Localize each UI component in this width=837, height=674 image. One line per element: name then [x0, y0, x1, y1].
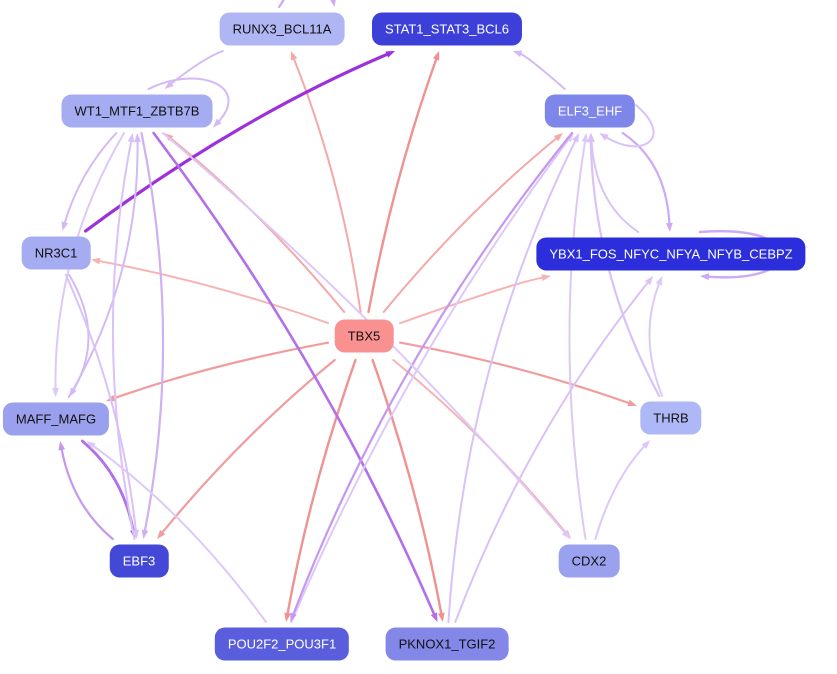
edge-ELF3_EHF-ELF3_EHF — [604, 104, 655, 148]
arrowhead-NR3C1-MAFF_MAFG — [69, 387, 77, 397]
node-EBF3[interactable]: EBF3 — [109, 544, 169, 578]
edge-TBX5-ELF3_EHF — [382, 136, 559, 313]
node-label: EBF3 — [122, 553, 156, 569]
arrowhead-CDX2-THRB — [641, 440, 651, 449]
edge-TBX5-RUNX3_BCL11A — [292, 56, 362, 313]
arrowhead-TBX5-PKNOX1_TGIF2 — [437, 612, 445, 622]
node-label: POU2F2_POU3F1 — [227, 636, 337, 652]
node-WT1_MTF1_ZBTB7B[interactable]: WT1_MTF1_ZBTB7B — [61, 94, 213, 128]
arrowhead-TBX5-YBX1_FOS_NFYC_NFYA_NFYB_CEBPZ — [541, 274, 551, 281]
node-PKNOX1_TGIF2[interactable]: PKNOX1_TGIF2 — [385, 627, 509, 661]
arrowhead-PKNOX1_TGIF2-YBX1_FOS_NFYC_NFYA_NFYB_CEBPZ — [644, 276, 654, 286]
arrowhead-ELF3_EHF-ELF3_EHF — [599, 133, 609, 141]
arrowhead-POU2F2_POU3F1-MAFF_MAFG — [86, 441, 96, 449]
arrowhead-WT1_MTF1_ZBTB7B-PKNOX1_TGIF2 — [430, 612, 438, 622]
edge-WT1_MTF1_ZBTB7B-EBF3 — [140, 131, 165, 534]
arrowhead-NR3C1-EBF3 — [132, 529, 140, 539]
node-label: CDX2 — [571, 553, 607, 569]
node-CDX2[interactable]: CDX2 — [558, 544, 620, 578]
edge-POU2F2_POU3F1-MAFF_MAFG — [91, 444, 267, 623]
edge-WT1_MTF1_ZBTB7B-NR3C1 — [63, 132, 118, 226]
node-label: STAT1_STAT3_BCL6 — [384, 21, 510, 37]
arrowhead-TBX5-EBF3 — [157, 529, 166, 539]
node-label: WT1_MTF1_ZBTB7B — [74, 103, 200, 119]
edge-TBX5-EBF3 — [160, 358, 336, 535]
node-RUNX3_BCL11A[interactable]: RUNX3_BCL11A — [219, 12, 345, 46]
arrowhead-WT1_MTF1_ZBTB7B-NR3C1 — [61, 221, 69, 231]
arrowhead-ELF3_EHF-YBX1_FOS_NFYC_NFYA_NFYB_CEBPZ — [666, 222, 673, 232]
node-label: RUNX3_BCL11A — [232, 21, 332, 37]
node-NR3C1[interactable]: NR3C1 — [21, 236, 91, 270]
arrowhead-CDX2-ELF3_EHF — [581, 133, 589, 143]
arrowhead-WT1_MTF1_ZBTB7B-MAFF_MAFG — [52, 387, 59, 397]
arrowhead-TBX5-NR3C1 — [91, 257, 101, 265]
arrowhead-WT1_MTF1_ZBTB7B-EBF3 — [141, 529, 149, 539]
edge-TBX5-STAT1_STAT3_BCL6 — [367, 56, 438, 314]
arrowhead-ELF3_EHF-STAT1_STAT3_BCL6 — [512, 50, 523, 58]
edge-NR3C1-EBF3 — [64, 274, 137, 533]
edge-WT1_MTF1_ZBTB7B-WT1_MTF1_ZBTB7B — [147, 77, 230, 124]
node-STAT1_STAT3_BCL6[interactable]: STAT1_STAT3_BCL6 — [371, 12, 523, 46]
arrowhead-TBX5-POU2F2_POU3F1 — [284, 612, 291, 622]
node-POU2F2_POU3F1[interactable]: POU2F2_POU3F1 — [214, 627, 350, 661]
arrowhead-PKNOX1_TGIF2-ELF3_EHF — [572, 133, 580, 143]
edge-THRB-ELF3_EHF — [589, 138, 661, 398]
edge-TBX5-POU2F2_POU3F1 — [286, 358, 357, 617]
arrowhead-TBX5-STAT1_STAT3_BCL6 — [432, 51, 440, 61]
arrowhead-RUNX3_BCL11A-WT1_MTF1_ZBTB7B — [164, 80, 174, 89]
arrowhead-YBX1_FOS_NFYC_NFYA_NFYB_CEBPZ-ELF3_EHF — [588, 133, 595, 143]
node-MAFF_MAFG[interactable]: MAFF_MAFG — [2, 402, 110, 436]
edge-TBX5-NR3C1 — [96, 259, 329, 325]
edge-CDX2-ELF3_EHF — [568, 138, 587, 540]
arrowhead-RUNX3_BCL11A-RUNX3_BCL11A — [330, 0, 336, 7]
edge-THRB-YBX1_FOS_NFYC_NFYA_NFYB_CEBPZ — [648, 281, 664, 397]
edge-TBX5-YBX1_FOS_NFYC_NFYA_NFYB_CEBPZ — [399, 276, 545, 325]
arrowhead-YBX1_FOS_NFYC_NFYA_NFYB_CEBPZ-YBX1_FOS_NFYC_NFYA_NFYB_CEBPZ — [699, 273, 710, 281]
arrowhead-MAFF_MAFG-WT1_MTF1_ZBTB7B — [134, 133, 141, 143]
edge-EBF3-WT1_MTF1_ZBTB7B — [111, 138, 136, 540]
edge-NR3C1-MAFF_MAFG — [68, 274, 90, 392]
node-YBX1_FOS_NFYC_NFYA_NFYB_CEBPZ[interactable]: YBX1_FOS_NFYC_NFYA_NFYB_CEBPZ — [536, 237, 806, 271]
arrowhead-THRB-YBX1_FOS_NFYC_NFYA_NFYB_CEBPZ — [655, 276, 663, 286]
node-label: THRB — [653, 410, 689, 426]
edge-PKNOX1_TGIF2-ELF3_EHF — [447, 138, 577, 623]
edge-ELF3_EHF-POU2F2_POU3F1 — [291, 131, 574, 617]
node-label: ELF3_EHF — [557, 103, 623, 119]
node-label: TBX5 — [347, 328, 381, 344]
node-label: NR3C1 — [34, 245, 78, 261]
node-label: PKNOX1_TGIF2 — [398, 636, 496, 652]
edge-EBF3-MAFF_MAFG — [60, 446, 114, 541]
arrowhead-TBX5-RUNX3_BCL11A — [290, 51, 298, 61]
arrowhead-EBF3-MAFF_MAFG — [58, 441, 66, 451]
node-label: MAFF_MAFG — [15, 411, 97, 427]
edge-TBX5-PKNOX1_TGIF2 — [371, 358, 443, 617]
edge-CDX2-THRB — [594, 444, 647, 540]
node-label: YBX1_FOS_NFYC_NFYA_NFYB_CEBPZ — [549, 246, 793, 262]
edge-PKNOX1_TGIF2-YBX1_FOS_NFYC_NFYA_NFYB_CEBPZ — [454, 280, 650, 623]
arrowhead-TBX5-THRB — [627, 399, 637, 407]
arrowhead-TBX5-ELF3_EHF — [553, 133, 563, 142]
arrowhead-NR3C1-STAT1_STAT3_BCL6 — [385, 51, 396, 58]
node-ELF3_EHF[interactable]: ELF3_EHF — [544, 94, 636, 128]
edge-WT1_MTF1_ZBTB7B-PKNOX1_TGIF2 — [152, 131, 436, 617]
arrowhead-EBF3-WT1_MTF1_ZBTB7B — [127, 133, 135, 143]
edge-MAFF_MAFG-WT1_MTF1_ZBTB7B — [67, 139, 139, 398]
edge-NR3C1-STAT1_STAT3_BCL6 — [84, 52, 391, 233]
edge-ELF3_EHF-YBX1_FOS_NFYC_NFYA_NFYB_CEBPZ — [621, 131, 671, 227]
arrowhead-ELF3_EHF-POU2F2_POU3F1 — [290, 612, 297, 622]
node-TBX5[interactable]: TBX5 — [334, 319, 394, 353]
arrowhead-WT1_MTF1_ZBTB7B-CDX2 — [561, 530, 571, 539]
edge-YBX1_FOS_NFYC_NFYA_NFYB_CEBPZ-ELF3_EHF — [590, 139, 640, 233]
arrowhead-WT1_MTF1_ZBTB7B-WT1_MTF1_ZBTB7B — [213, 118, 222, 128]
node-THRB[interactable]: THRB — [640, 401, 702, 435]
